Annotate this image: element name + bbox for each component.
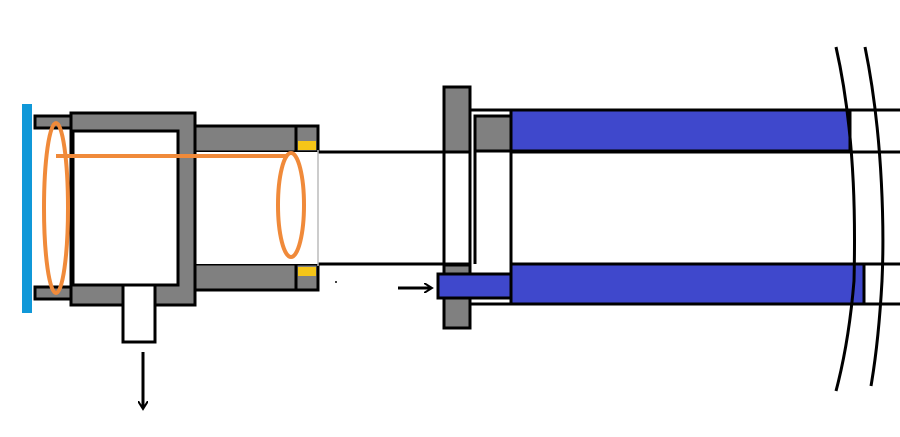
flange-upper <box>442 85 472 154</box>
coil-right-ring <box>276 151 306 259</box>
blue-tube-wall <box>509 108 900 306</box>
entry-block <box>436 272 513 300</box>
orange-loop-coil <box>42 121 306 295</box>
window-plate <box>22 104 32 313</box>
flange-bore <box>442 150 472 266</box>
break-marks <box>834 46 885 392</box>
flange-bridge-upper-gray <box>473 114 513 153</box>
yellow-seals <box>298 141 316 276</box>
main-housing <box>69 111 197 307</box>
outlet-port <box>121 283 157 344</box>
upper-seal <box>298 141 316 150</box>
coil-left-ring <box>42 121 70 295</box>
upper-tube-wall <box>509 108 852 153</box>
coupling-sleeve <box>193 124 320 292</box>
lower-seal <box>298 267 316 276</box>
stray-dot <box>335 281 337 283</box>
lower-tube-wall <box>509 262 866 306</box>
break-mark-right <box>863 46 885 387</box>
flange <box>442 85 472 330</box>
break-mark-left <box>834 46 857 392</box>
